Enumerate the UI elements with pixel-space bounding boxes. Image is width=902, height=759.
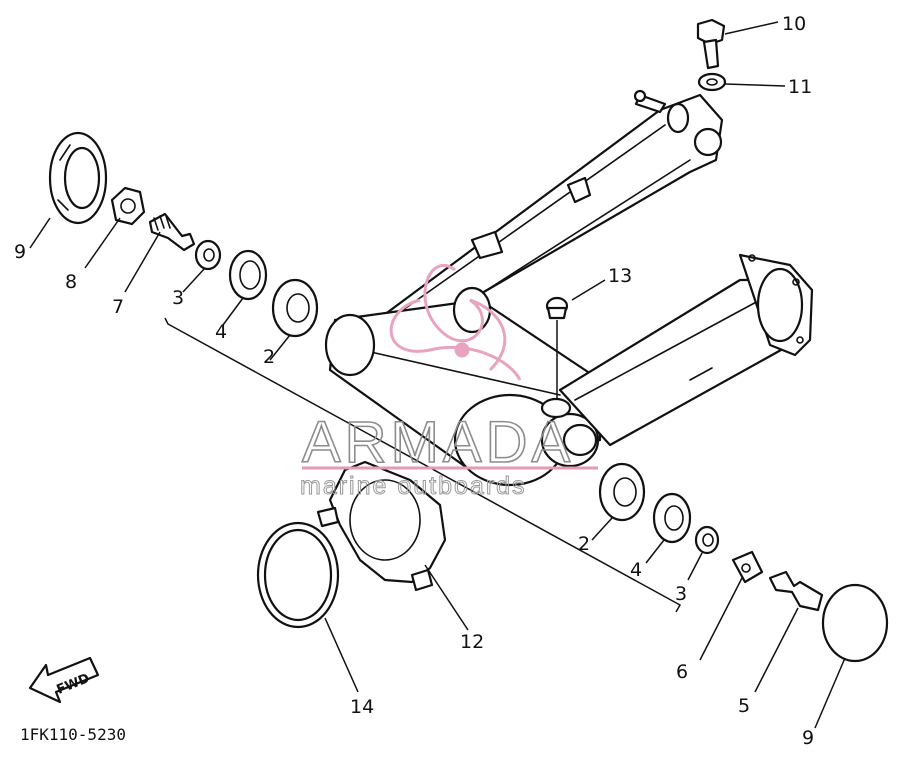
ball-bearing-left <box>271 278 319 338</box>
needle-bearing-right <box>652 492 692 544</box>
cover-12 <box>316 460 447 592</box>
watermark-brand: ARMADA <box>302 410 574 475</box>
watermark: ARMADA marine outboards <box>300 409 598 501</box>
swingarm <box>324 89 814 487</box>
lock-plate <box>731 550 764 584</box>
callout-8: 8 <box>65 271 77 293</box>
thrust-washer-14 <box>256 521 340 629</box>
callout-3-right: 3 <box>675 583 687 605</box>
nut-left <box>110 186 146 226</box>
adjust-bolt <box>768 570 824 612</box>
callout-2-right: 2 <box>578 533 590 555</box>
collar-right <box>694 525 720 555</box>
callout-12: 12 <box>460 631 484 653</box>
callout-11: 11 <box>788 76 812 98</box>
ball-bearing-right <box>598 462 646 522</box>
needle-bearing-left <box>228 249 268 301</box>
callout-9-left: 9 <box>14 241 26 263</box>
callout-9-right: 9 <box>802 727 814 749</box>
grease-nipple <box>545 296 569 320</box>
pivot-shaft <box>148 212 196 252</box>
oil-seal-left <box>48 131 108 225</box>
callout-4-right: 4 <box>630 559 642 581</box>
callout-4-left: 4 <box>215 321 227 343</box>
cap-right <box>821 583 889 663</box>
callout-13: 13 <box>608 265 632 287</box>
callout-5: 5 <box>738 695 750 717</box>
callout-3-left: 3 <box>172 287 184 309</box>
callout-7: 7 <box>112 296 124 318</box>
armada-logo-icon <box>389 263 522 381</box>
callout-14: 14 <box>350 696 374 718</box>
collar-left <box>194 239 222 271</box>
callout-6: 6 <box>676 661 688 683</box>
callout-10: 10 <box>782 13 806 35</box>
washer-top <box>697 72 727 92</box>
callout-2-left: 2 <box>263 346 275 368</box>
bolt-top <box>696 18 726 70</box>
part-code: 1FK110-5230 <box>20 725 126 744</box>
watermark-tagline: marine outboards <box>300 472 527 500</box>
leader-lines <box>29 21 846 729</box>
fwd-arrow-icon: FWD <box>28 656 100 704</box>
